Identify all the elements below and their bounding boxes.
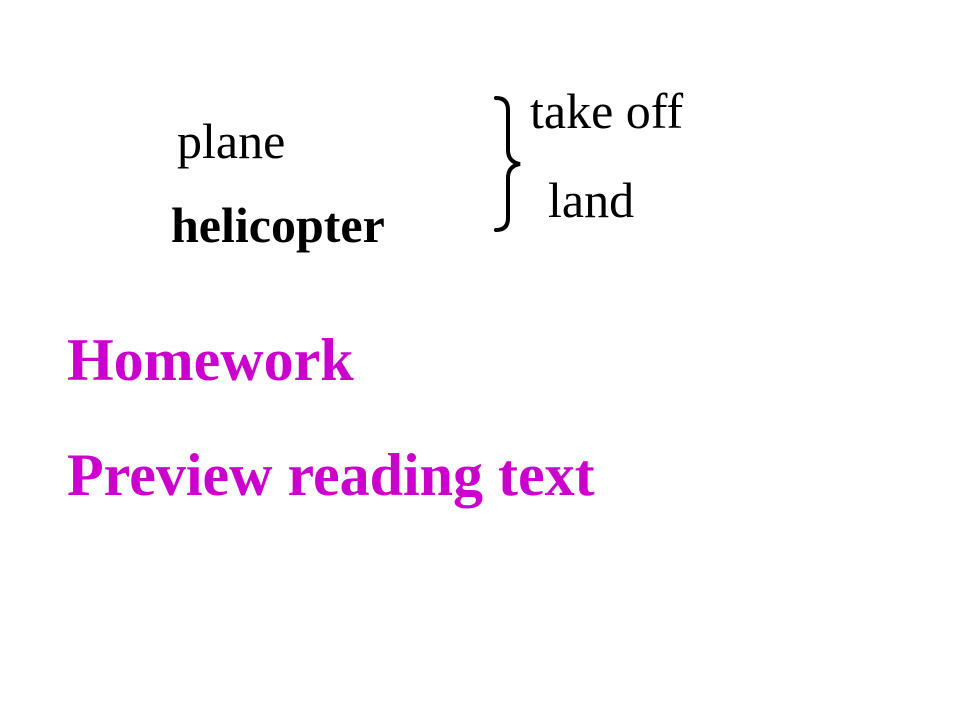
homework-title: Homework [67, 327, 354, 393]
vocab-land: land [548, 172, 635, 228]
homework-task: Preview reading text [67, 442, 595, 508]
vocab-plane: plane [177, 113, 286, 169]
vocab-helicopter: helicopter [171, 197, 385, 253]
vocab-take-off: take off [530, 83, 684, 139]
curly-brace-icon [494, 96, 521, 232]
